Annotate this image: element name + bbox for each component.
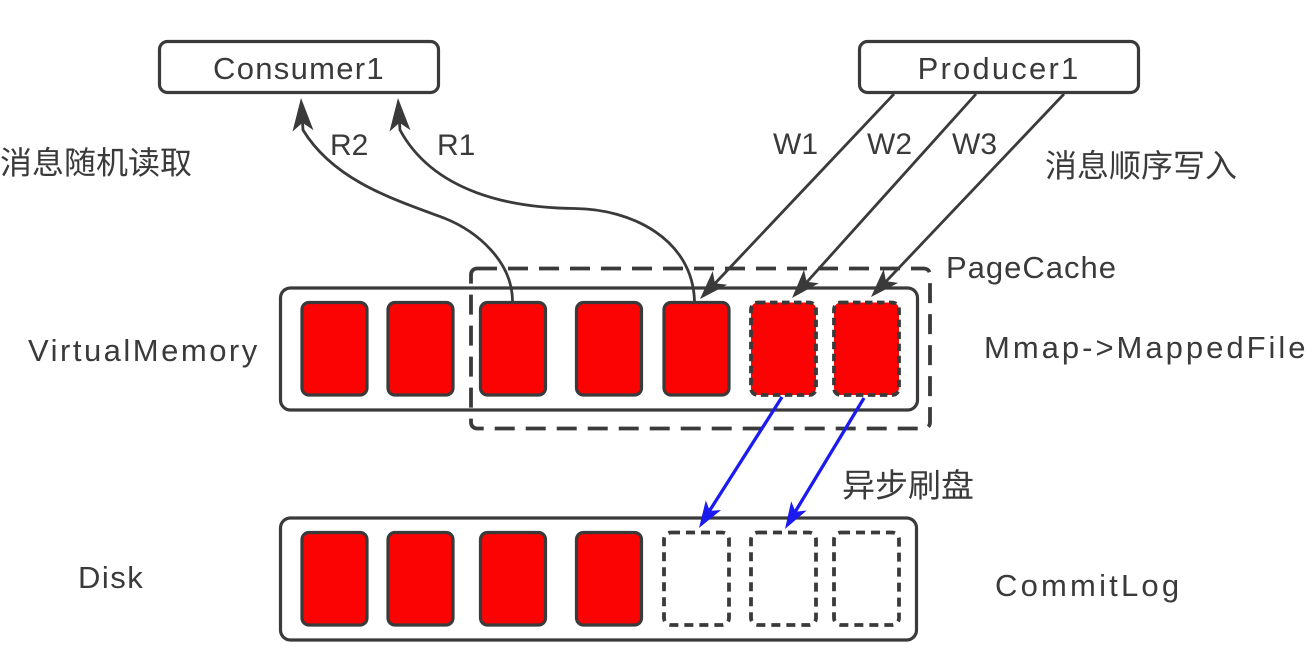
svg-text:Disk: Disk [78,560,144,595]
svg-text:R1: R1 [437,129,475,162]
svg-text:CommitLog: CommitLog [995,568,1182,603]
svg-text:W3: W3 [952,128,997,161]
svg-text:W2: W2 [867,128,912,161]
svg-text:Producer1: Producer1 [918,51,1081,86]
svg-text:Consumer1: Consumer1 [213,51,385,86]
svg-text:PageCache: PageCache [946,250,1117,285]
svg-text:R2: R2 [330,129,368,162]
svg-text:VirtualMemory: VirtualMemory [28,333,260,368]
svg-text:W1: W1 [773,128,818,161]
svg-text:Mmap->MappedFile: Mmap->MappedFile [984,330,1307,365]
